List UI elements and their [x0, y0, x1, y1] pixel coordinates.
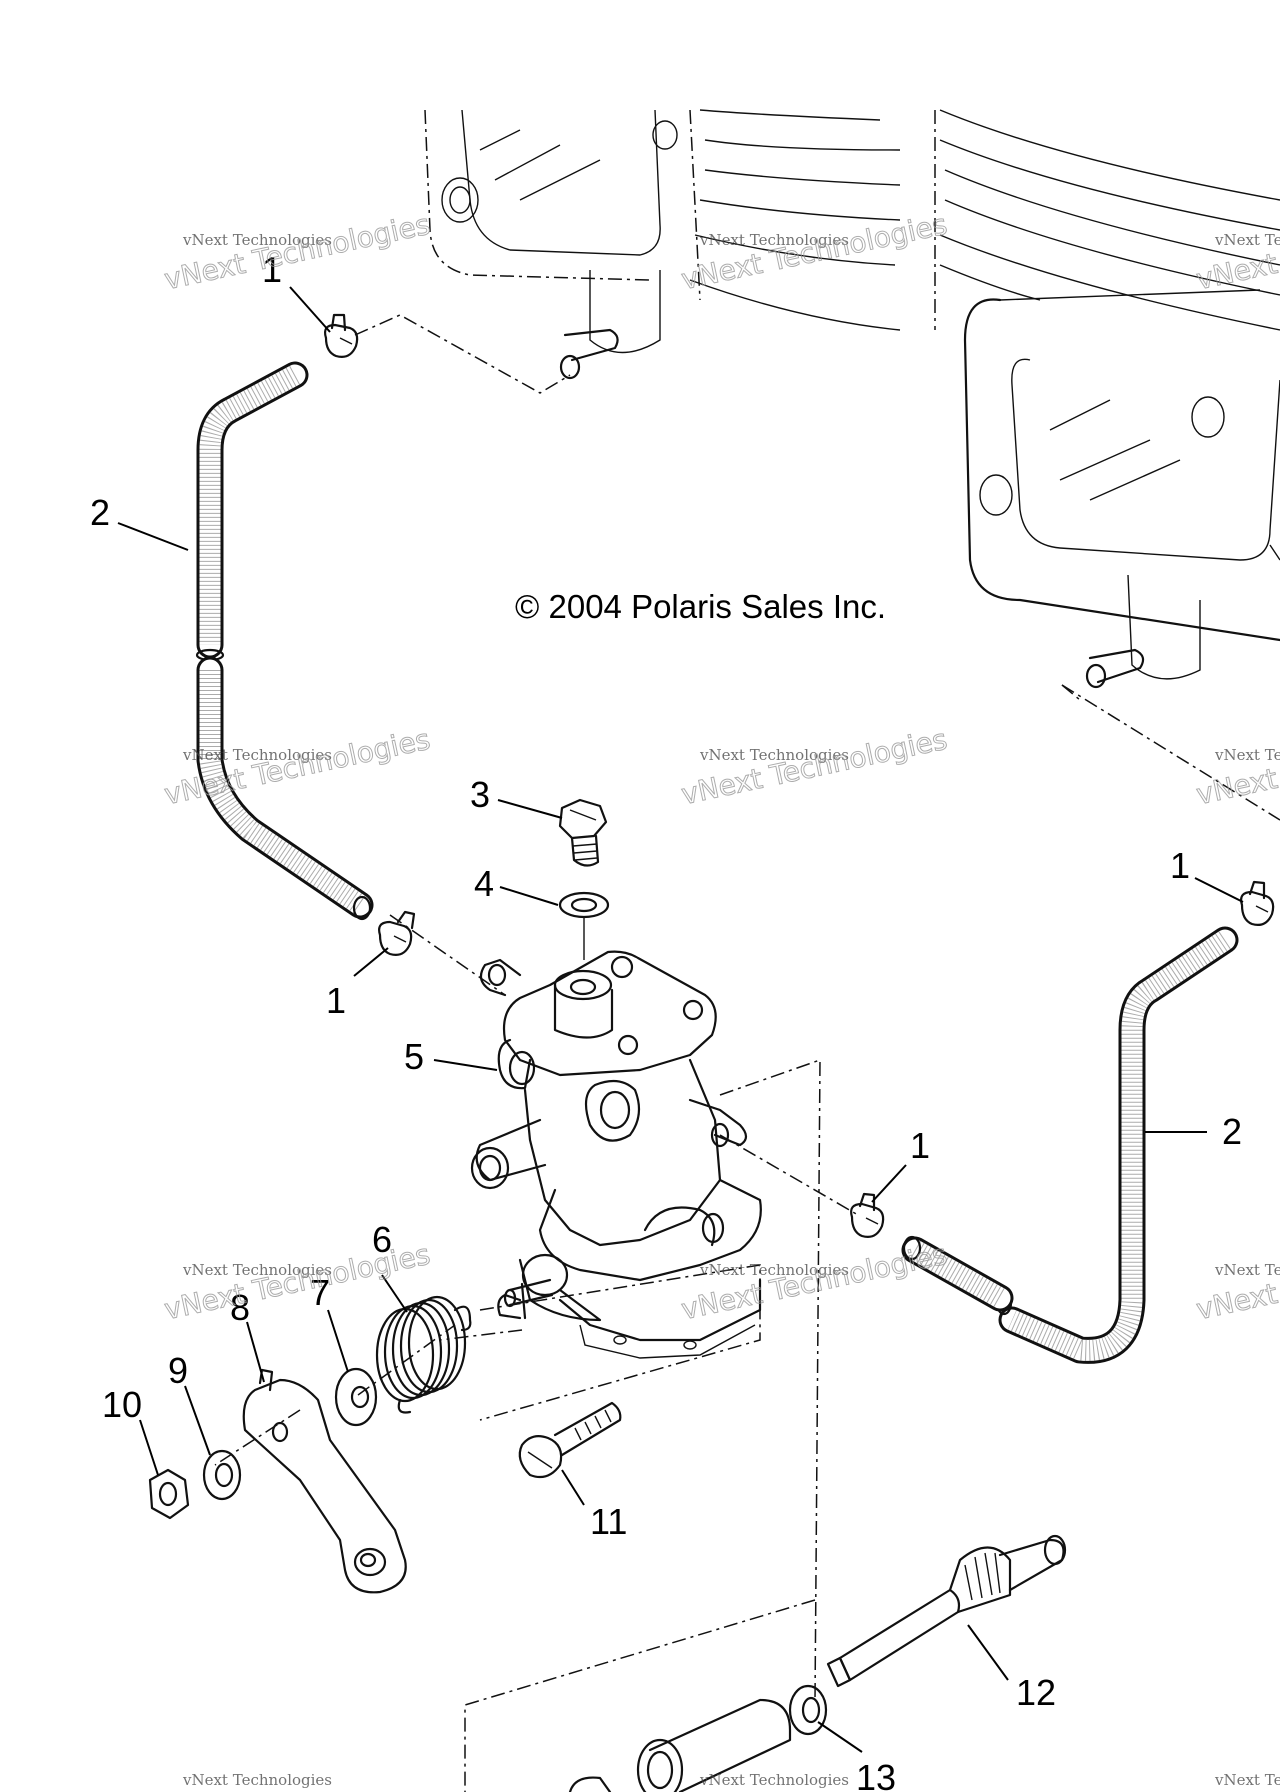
svg-text:vNext Technologies: vNext Technologies [1193, 208, 1280, 297]
watermark: vNext Technologies vNext Technologies [1193, 207, 1280, 297]
bolt-3 [558, 798, 608, 867]
svg-text:vNext Technologies: vNext Technologies [1214, 1771, 1280, 1789]
hose-right [995, 926, 1239, 1364]
callout-4: 4 [474, 863, 494, 904]
clamp-middle-left [378, 910, 416, 956]
callout-9: 9 [168, 1350, 188, 1391]
svg-text:vNext Technologies: vNext Technologies [699, 746, 849, 764]
copyright-notice: © 2004 Polaris Sales Inc. [515, 588, 886, 625]
washer-7 [334, 1367, 378, 1427]
svg-text:vNext Technologies: vNext Technologies [182, 1261, 332, 1279]
svg-text:vNext Technologies: vNext Technologies [182, 1771, 332, 1789]
svg-text:vNext Technologies: vNext Technologies [1214, 1261, 1280, 1279]
svg-text:vNext Technologies: vNext Technologies [678, 1238, 950, 1327]
svg-text:vNext Technologies: vNext Technologies [182, 746, 332, 764]
routing-lines [214, 314, 859, 1792]
watermark: vNext Technologies vNext Technologies [678, 1237, 951, 1327]
washer-4 [558, 891, 610, 919]
engine-cylinder-right [934, 109, 1280, 821]
callout-labels: 1 2 3 4 1 5 6 7 8 9 10 11 12 13 1 2 1 [90, 249, 1242, 1792]
callout-1-top-left: 1 [262, 249, 282, 290]
svg-text:vNext Technologies: vNext Technologies [182, 231, 332, 249]
clamp-top-right [1240, 880, 1275, 926]
watermark: vNext Technologies vNext Technologies [678, 207, 951, 297]
clamp-top-left [323, 313, 359, 358]
nut-10 [148, 1468, 190, 1520]
callout-3: 3 [470, 774, 490, 815]
washer-13 [788, 1684, 828, 1736]
watermark: vNext Technologies [699, 1771, 849, 1789]
watermark: vNext Technologies [182, 1771, 332, 1789]
svg-text:vNext Technologies: vNext Technologies [699, 1771, 849, 1789]
hose-short-right [901, 1235, 1014, 1312]
watermark: vNext Technologies [1214, 1771, 1280, 1789]
clamp-middle-right [850, 1192, 885, 1238]
watermark: vNext Technologies vNext Technologies [678, 722, 951, 812]
callout-5: 5 [404, 1036, 424, 1077]
bushing [568, 1698, 792, 1792]
callout-1-middle-left: 1 [326, 980, 346, 1021]
callout-12: 12 [1016, 1672, 1056, 1713]
svg-text:vNext Technologies: vNext Technologies [1193, 723, 1280, 812]
svg-text:vNext Technologies: vNext Technologies [678, 208, 950, 297]
svg-text:vNext Technologies: vNext Technologies [699, 1261, 849, 1279]
drive-gear-shaft-12 [826, 1534, 1067, 1688]
callout-7: 7 [310, 1272, 330, 1313]
pump-shaft [503, 1278, 554, 1308]
watermark: vNext Technologies vNext Technologies [1193, 722, 1280, 812]
callout-8: 8 [230, 1287, 250, 1328]
lever-8 [242, 1368, 407, 1594]
hose-left-upper [195, 361, 309, 662]
screw-11 [518, 1401, 622, 1479]
lock-washer-9 [202, 1449, 242, 1501]
svg-text:vNext Technologies: vNext Technologies [699, 231, 849, 249]
svg-text:vNext Technologies: vNext Technologies [161, 208, 433, 297]
engine-cylinder-left [424, 109, 901, 380]
callout-11: 11 [590, 1501, 627, 1542]
watermark: vNext Technologies vNext Technologies [161, 207, 434, 297]
callout-1-middle-right: 1 [910, 1125, 930, 1166]
svg-text:vNext Technologies: vNext Technologies [1214, 231, 1280, 249]
spring-6 [375, 1295, 472, 1414]
svg-text:vNext Technologies: vNext Technologies [678, 723, 950, 812]
callout-10: 10 [102, 1384, 142, 1425]
callout-6: 6 [372, 1219, 392, 1260]
callout-2-right: 2 [1222, 1111, 1242, 1152]
watermark: vNext Technologies vNext Technologies [1193, 1237, 1280, 1327]
hose-left-lower [196, 656, 374, 921]
svg-text:vNext Technologies: vNext Technologies [1193, 1238, 1280, 1327]
leader-lines [117, 286, 1244, 1753]
callout-1-top-right: 1 [1170, 845, 1190, 886]
callout-2-left: 2 [90, 492, 110, 533]
svg-text:vNext Technologies: vNext Technologies [1214, 746, 1280, 764]
callout-13: 13 [856, 1757, 896, 1792]
